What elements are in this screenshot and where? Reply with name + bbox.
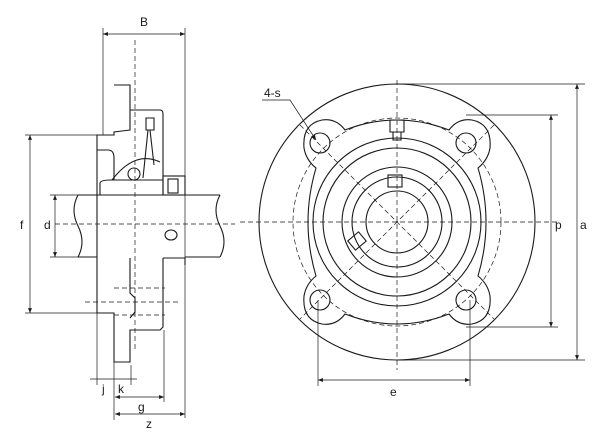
bolt-circle <box>292 117 502 327</box>
label-a: a <box>580 218 587 232</box>
shaft-break <box>73 194 225 258</box>
grease-nipple-side <box>142 117 155 179</box>
label-4-s: 4-s <box>264 86 281 100</box>
label-k: k <box>118 382 125 396</box>
shaft <box>78 194 220 258</box>
diagonal-centerline-2 <box>299 124 495 320</box>
bearing-outer-ring <box>322 147 472 297</box>
label-g: g <box>138 400 145 414</box>
set-screw-side <box>347 231 367 251</box>
label-f: f <box>20 218 24 232</box>
set-screw <box>167 178 179 194</box>
front-view <box>240 80 560 370</box>
front-dimensions: a p e 4-s <box>262 83 587 399</box>
bolt-hole <box>455 132 477 154</box>
inner-ring <box>111 158 161 181</box>
collar-lower <box>163 257 186 265</box>
label-j: j <box>101 382 105 396</box>
label-B: B <box>140 15 148 29</box>
bolt-hole <box>309 132 331 154</box>
set-screw-hole <box>164 229 178 241</box>
bolt-hole <box>455 289 477 311</box>
side-view <box>55 40 235 363</box>
housing-outline <box>96 84 164 363</box>
collar-inner <box>351 176 443 268</box>
label-z: z <box>146 417 152 431</box>
grease-nipple-front <box>389 119 405 141</box>
insert-outline <box>99 179 164 195</box>
side-dimensions: B f d j k g z <box>20 15 186 431</box>
label-d: d <box>44 218 51 232</box>
set-screw-top <box>387 174 403 188</box>
bolt-hole <box>309 289 331 311</box>
leader-4-s <box>262 99 317 141</box>
hub-step <box>129 258 136 319</box>
ball <box>127 167 141 181</box>
four-bolt-flange <box>303 119 491 325</box>
collar-outer <box>341 166 453 278</box>
shaft-bore <box>365 190 429 254</box>
label-p: p <box>555 218 562 232</box>
bolt-hole-hidden <box>85 287 178 316</box>
label-e: e <box>390 385 397 399</box>
housing-bore <box>312 137 482 307</box>
